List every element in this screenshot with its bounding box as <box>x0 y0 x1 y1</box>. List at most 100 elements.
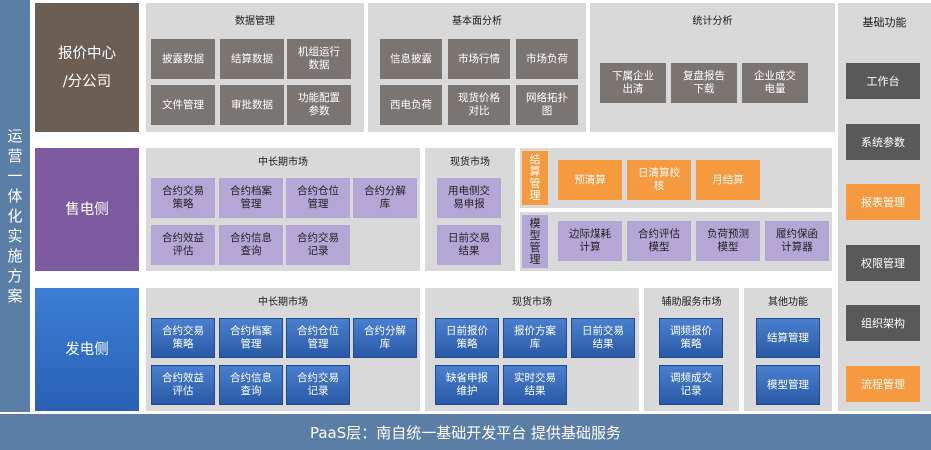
settlement-management-button[interactable]: 结算管理 <box>756 318 820 358</box>
bid-scheme-library-button[interactable]: 报价方案 库 <box>503 318 567 358</box>
system-params-button[interactable]: 系统参数 <box>846 124 920 160</box>
approval-data-button[interactable]: 审批数据 <box>220 85 284 125</box>
sales-contract-query-button[interactable]: 合约信息 查询 <box>219 225 283 265</box>
left-bar-char: 方 <box>7 267 23 285</box>
settlement-title-char: 算 <box>529 165 541 178</box>
panel-title: 现货市场 <box>450 157 490 168</box>
pre-clearing-button[interactable]: 预清算 <box>558 160 622 200</box>
guarantee-calculator-button[interactable]: 履约保函 计算器 <box>765 221 829 261</box>
left-bar: 运 营 一 体 化 实 施 方 案 <box>0 0 30 412</box>
gen-midlong-panel: 中长期市场 合约交易 策略 合约档案 管理 合约仓位 管理 合约分解 库 合约效… <box>146 288 420 411</box>
panel-title: 中长期市场 <box>258 157 308 168</box>
settlement-title-char: 管 <box>529 177 541 190</box>
market-load-button[interactable]: 市场负荷 <box>516 39 578 79</box>
generation-side-label: 发电侧 <box>35 288 139 411</box>
spot-price-compare-button[interactable]: 现货价格 对比 <box>448 85 510 125</box>
sales-midlong-panel: 中长期市场 合约交易 策略 合约档案 管理 合约仓位 管理 合约分解 库 合约效… <box>146 148 420 271</box>
monthly-settlement-button[interactable]: 月结算 <box>696 160 760 200</box>
sales-contract-benefit-button[interactable]: 合约效益 评估 <box>151 225 215 265</box>
paas-footer: PaaS层：南自统一基础开发平台 提供基础服务 <box>0 414 931 450</box>
other-functions-panel: 其他功能 结算管理 模型管理 <box>744 288 832 411</box>
quote-center-label: 报价中心 /分公司 <box>35 3 139 132</box>
unit-operation-data-button[interactable]: 机组运行 数据 <box>287 39 351 79</box>
settlement-title: 结 算 管 理 <box>522 151 548 205</box>
panel-title: 数据管理 <box>235 16 275 27</box>
generation-side-label-text: 发电侧 <box>65 341 109 358</box>
panel-title: 基本面分析 <box>452 16 502 27</box>
marginal-coal-calc-button[interactable]: 边际煤耗 计算 <box>558 221 622 261</box>
sales-contract-strategy-button[interactable]: 合约交易 策略 <box>151 178 215 218</box>
quote-center-label-line1: 报价中心 <box>58 45 116 62</box>
left-bar-char: 化 <box>7 207 23 225</box>
statistics-panel: 统计分析 下属企业 出清 复盘报告 下载 企业成交 电量 <box>590 3 835 132</box>
load-forecast-model-button[interactable]: 负荷预测 模型 <box>696 221 760 261</box>
left-bar-char: 实 <box>7 227 23 245</box>
gen-contract-benefit-button[interactable]: 合约效益 评估 <box>151 365 215 405</box>
west-power-load-button[interactable]: 西电负荷 <box>380 85 442 125</box>
report-management-button[interactable]: 报表管理 <box>846 184 920 220</box>
function-config-button[interactable]: 功能配置 参数 <box>287 85 351 125</box>
workflow-management-button[interactable]: 流程管理 <box>846 366 920 402</box>
panel-title: 辅助服务市场 <box>661 297 722 308</box>
sales-contract-archive-button[interactable]: 合约档案 管理 <box>219 178 283 218</box>
model-title-char: 管 <box>529 240 541 254</box>
model-title-char: 模 <box>529 216 541 230</box>
network-topology-button[interactable]: 网络拓扑 图 <box>516 85 578 125</box>
aux-service-panel: 辅助服务市场 调频报价 策略 调频成交 记录 <box>644 288 739 411</box>
review-report-download-button[interactable]: 复盘报告 下载 <box>671 63 737 103</box>
day-ahead-result-button[interactable]: 日前交易 结果 <box>437 225 501 265</box>
subsidiary-clearing-button[interactable]: 下属企业 出清 <box>600 63 666 103</box>
panel-title: 基础功能 <box>862 16 907 29</box>
sales-side-label: 售电侧 <box>35 148 139 271</box>
model-management-button[interactable]: 模型管理 <box>756 365 820 405</box>
freq-reg-deal-record-button[interactable]: 调频成交 记录 <box>659 365 723 405</box>
left-bar-char: 运 <box>7 127 23 145</box>
panel-title: 其他功能 <box>768 297 808 308</box>
day-ahead-bid-strategy-button[interactable]: 日前报价 策略 <box>435 318 499 358</box>
info-disclosure-button[interactable]: 信息披露 <box>380 39 442 79</box>
data-management-panel: 数据管理 披露数据 结算数据 机组运行 数据 文件管理 审批数据 功能配置 参数 <box>146 3 364 132</box>
left-bar-char: 案 <box>7 287 23 305</box>
gen-contract-position-button[interactable]: 合约仓位 管理 <box>286 318 350 358</box>
disclosure-data-button[interactable]: 披露数据 <box>151 39 215 79</box>
model-panel: 模 型 管 理 边际煤耗 计算 合约评估 模型 负荷预测 模型 履约保函 计算器 <box>520 212 832 271</box>
sales-contract-record-button[interactable]: 合约交易 记录 <box>286 225 350 265</box>
enterprise-volume-button[interactable]: 企业成交 电量 <box>742 63 808 103</box>
daily-clearing-check-button[interactable]: 日清算校 核 <box>627 160 691 200</box>
fundamental-analysis-panel: 基本面分析 信息披露 市场行情 市场负荷 西电负荷 现货价格 对比 网络拓扑 图 <box>368 3 586 132</box>
default-bid-maintain-button[interactable]: 缺省申报 维护 <box>435 365 499 405</box>
basic-functions-panel: 基础功能 工作台 系统参数 报表管理 权限管理 组织架构 流程管理 <box>838 3 931 411</box>
sales-contract-position-button[interactable]: 合约仓位 管理 <box>286 178 350 218</box>
model-title: 模 型 管 理 <box>522 215 548 268</box>
model-title-char: 理 <box>529 252 541 266</box>
sales-side-label-text: 售电侧 <box>65 201 109 218</box>
left-bar-char: 体 <box>7 187 23 205</box>
gen-contract-query-button[interactable]: 合约信息 查询 <box>219 365 283 405</box>
gen-contract-strategy-button[interactable]: 合约交易 策略 <box>151 318 215 358</box>
model-title-char: 型 <box>529 228 541 242</box>
settlement-title-char: 理 <box>529 189 541 202</box>
gen-contract-record-button[interactable]: 合约交易 记录 <box>286 365 350 405</box>
gen-contract-decompose-button[interactable]: 合约分解 库 <box>353 318 417 358</box>
left-bar-char: 营 <box>7 147 23 165</box>
panel-title: 中长期市场 <box>258 297 308 308</box>
sales-contract-decompose-button[interactable]: 合约分解 库 <box>353 178 417 218</box>
workbench-button[interactable]: 工作台 <box>846 63 920 99</box>
gen-spot-panel: 现货市场 日前报价 策略 报价方案 库 日前交易 结果 缺省申报 维护 实时交易… <box>425 288 639 411</box>
settlement-panel: 结 算 管 理 预清算 日清算校 核 月结算 <box>520 148 832 208</box>
sales-spot-panel: 现货市场 用电侧交 易申报 日前交易 结果 <box>425 148 515 271</box>
permission-management-button[interactable]: 权限管理 <box>846 245 920 281</box>
left-bar-char: 施 <box>7 247 23 265</box>
contract-eval-model-button[interactable]: 合约评估 模型 <box>627 221 691 261</box>
realtime-trade-result-button[interactable]: 实时交易 结果 <box>503 365 567 405</box>
panel-title: 统计分析 <box>692 16 733 27</box>
settlement-data-button[interactable]: 结算数据 <box>220 39 284 79</box>
gen-contract-archive-button[interactable]: 合约档案 管理 <box>219 318 283 358</box>
quote-center-label-line2: /分公司 <box>62 73 112 90</box>
file-management-button[interactable]: 文件管理 <box>151 85 215 125</box>
load-side-bid-button[interactable]: 用电侧交 易申报 <box>437 178 501 218</box>
freq-reg-bid-strategy-button[interactable]: 调频报价 策略 <box>659 318 723 358</box>
organization-button[interactable]: 组织架构 <box>846 305 920 341</box>
gen-day-ahead-result-button[interactable]: 日前交易 结果 <box>571 318 635 358</box>
market-quote-button[interactable]: 市场行情 <box>448 39 510 79</box>
